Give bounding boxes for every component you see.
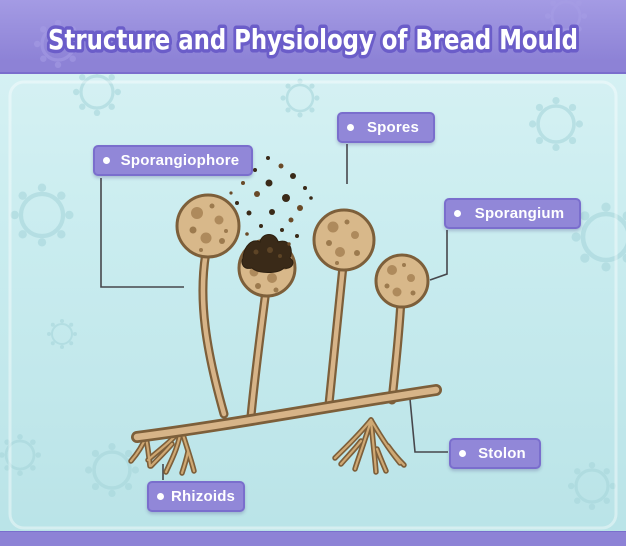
- page-title: Structure and Physiology of Bread Mould: [48, 23, 578, 56]
- label-spores-text: Spores: [366, 119, 420, 136]
- label-stolon-text: Stolon: [478, 445, 526, 462]
- sporangiophore-stalks: [198, 247, 406, 421]
- title-banner: Structure and Physiology of Bread Mould: [0, 0, 626, 74]
- bullet-dot-icon: [459, 450, 466, 457]
- bread-mould: [128, 156, 442, 476]
- bullet-dot-icon: [103, 157, 110, 164]
- bullet-dot-icon: [454, 210, 461, 217]
- label-sporangiophore: Sporangiophore: [93, 145, 253, 176]
- sporangium-1: [175, 193, 241, 259]
- inner-frame: [8, 80, 618, 530]
- sporangium-3: [312, 208, 376, 272]
- label-rhizoids: Rhizoids: [147, 481, 245, 512]
- sporangium-4: [374, 253, 430, 309]
- spores-cloud: [229, 156, 313, 248]
- label-spores: Spores: [337, 112, 435, 143]
- label-sporangiophore-text: Sporangiophore: [120, 152, 240, 169]
- footer-strip: [0, 531, 626, 546]
- label-sporangium-text: Sporangium: [474, 205, 565, 222]
- rhizoids-right: [332, 417, 407, 475]
- label-sporangium: Sporangium: [444, 198, 581, 229]
- title-banner-art: Structure and Physiology of Bread Mould: [32, 0, 589, 70]
- label-rhizoids-text: Rhizoids: [171, 488, 236, 505]
- stolon: [131, 384, 442, 443]
- connector-lines: [100, 144, 448, 480]
- label-stolon: Stolon: [449, 438, 541, 469]
- bullet-dot-icon: [347, 124, 354, 131]
- bullet-dot-icon: [157, 493, 164, 500]
- sporangium-2-burst: [237, 234, 297, 298]
